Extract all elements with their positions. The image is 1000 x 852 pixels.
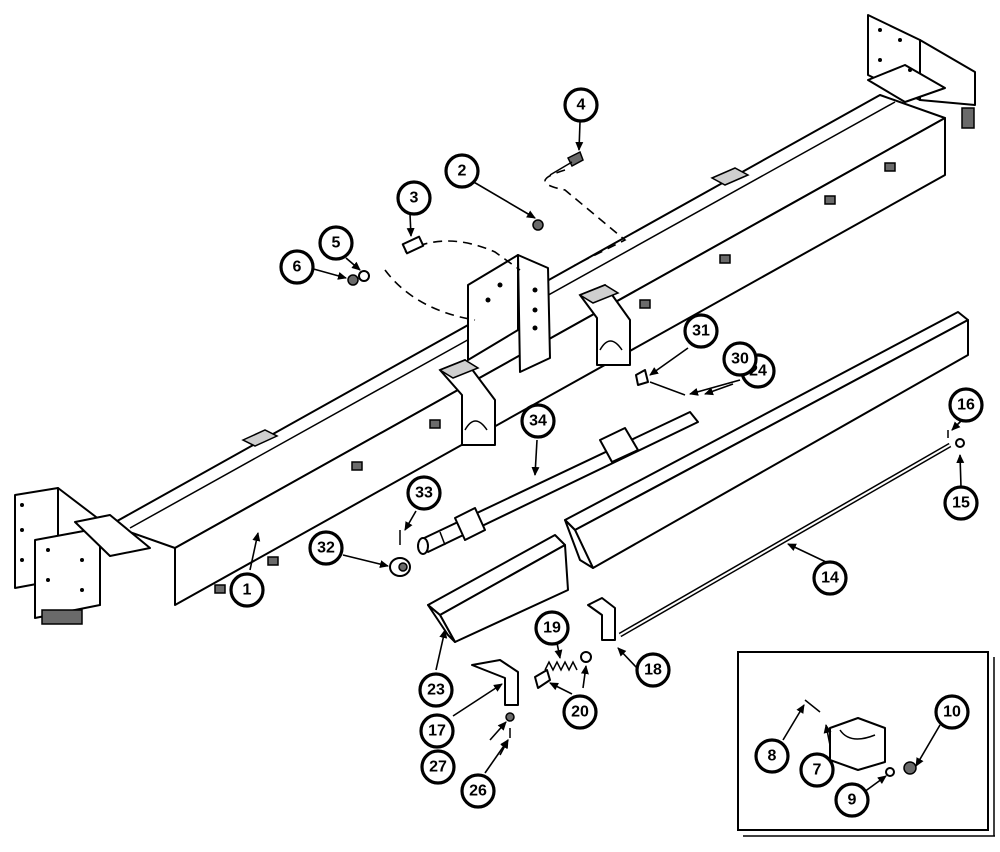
callout-leaders <box>249 121 965 796</box>
callout-27: 27 <box>420 749 456 785</box>
callout-31: 31 <box>683 313 719 349</box>
right-end-plate <box>867 14 976 129</box>
svg-text:26: 26 <box>469 783 487 800</box>
nut-6 <box>347 274 359 286</box>
callout-8: 8 <box>754 738 790 774</box>
callout-2: 2 <box>444 153 480 189</box>
svg-text:20: 20 <box>571 704 589 721</box>
inset-bracket-7 <box>829 717 886 771</box>
svg-text:14: 14 <box>821 570 839 587</box>
hardware-path-upper <box>544 169 627 266</box>
callout-34: 34 <box>520 403 556 439</box>
bracket-18 <box>587 597 616 641</box>
pin-30 <box>649 381 686 396</box>
svg-text:34: 34 <box>529 413 547 430</box>
spring-19 <box>544 660 578 672</box>
svg-text:15: 15 <box>952 495 970 512</box>
svg-text:7: 7 <box>813 762 822 779</box>
beam-hanger-left <box>438 359 496 446</box>
callout-10: 10 <box>934 694 970 730</box>
callout-1: 1 <box>229 572 265 608</box>
shaft <box>417 411 699 555</box>
short-channel <box>427 534 569 643</box>
svg-text:23: 23 <box>427 682 445 699</box>
beam-under-tabs <box>214 162 896 594</box>
bolt-4 <box>549 150 584 176</box>
svg-text:31: 31 <box>692 323 710 340</box>
spacer-3 <box>401 235 425 255</box>
collar-32 <box>389 557 411 577</box>
svg-text:32: 32 <box>317 540 335 557</box>
center-mount-plate <box>467 254 551 373</box>
svg-text:1: 1 <box>243 582 252 599</box>
callout-16: 16 <box>948 387 984 423</box>
svg-text:10: 10 <box>943 704 961 721</box>
callout-5: 5 <box>318 225 354 261</box>
callout-6: 6 <box>279 249 315 285</box>
svg-text:4: 4 <box>577 97 586 114</box>
callout-26: 26 <box>460 773 496 809</box>
svg-text:18: 18 <box>644 662 662 679</box>
svg-text:3: 3 <box>410 190 419 207</box>
svg-text:8: 8 <box>768 748 777 765</box>
beam-hanger-right <box>578 284 631 366</box>
callout-7: 7 <box>799 752 835 788</box>
callout-32: 32 <box>308 530 344 566</box>
callout-14: 14 <box>812 560 848 596</box>
svg-text:33: 33 <box>415 485 433 502</box>
svg-text:30: 30 <box>731 351 749 368</box>
callout-20: 20 <box>562 694 598 730</box>
svg-text:9: 9 <box>848 792 857 809</box>
callout-4: 4 <box>563 87 599 123</box>
fitting-20 <box>534 651 592 689</box>
inset-washer-9 <box>885 767 895 777</box>
svg-text:5: 5 <box>332 235 341 252</box>
long-channel <box>564 311 969 569</box>
clip-31 <box>635 369 649 386</box>
callout-19: 19 <box>534 610 570 646</box>
svg-text:16: 16 <box>957 397 975 414</box>
nut-27 <box>505 712 515 722</box>
callout-15: 15 <box>943 485 979 521</box>
svg-text:19: 19 <box>543 620 561 637</box>
callout-23: 23 <box>418 672 454 708</box>
callout-18: 18 <box>635 652 671 688</box>
callout-30: 30 <box>722 341 758 377</box>
inset-bolt-8 <box>804 699 821 713</box>
callout-3: 3 <box>396 180 432 216</box>
washer-15 <box>955 438 965 448</box>
left-end-plate <box>14 487 151 625</box>
long-rod <box>618 442 952 638</box>
inset-nut-10 <box>903 761 917 775</box>
bracket-17 <box>471 659 519 706</box>
svg-text:2: 2 <box>458 163 467 180</box>
svg-text:17: 17 <box>428 723 446 740</box>
callout-17: 17 <box>419 713 455 749</box>
svg-text:6: 6 <box>293 259 302 276</box>
svg-text:27: 27 <box>429 759 447 776</box>
nut-2 <box>532 219 544 231</box>
callout-9: 9 <box>834 782 870 818</box>
callout-33: 33 <box>406 475 442 511</box>
washer-5 <box>358 270 370 282</box>
hardware-path-lower <box>384 240 521 321</box>
